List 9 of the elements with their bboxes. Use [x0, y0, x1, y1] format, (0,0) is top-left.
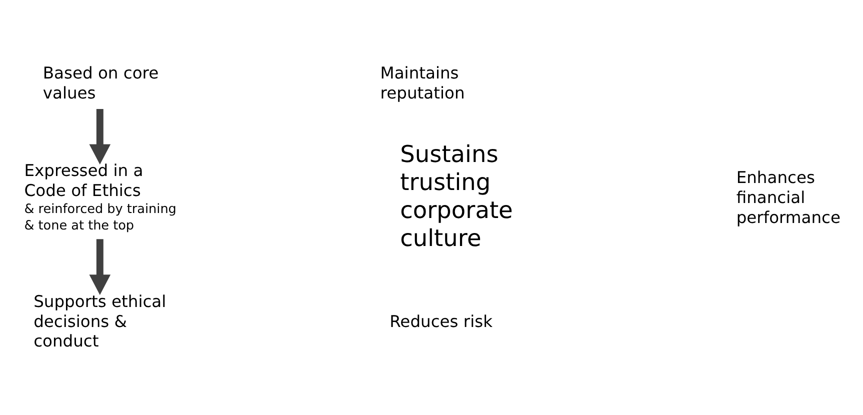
node-text: Reduces risk: [390, 311, 493, 330]
arrow: [89, 108, 111, 164]
node-text: Expressed in a Code of Ethics & reinforced by training & tone at the top: [24, 160, 176, 233]
node-text: Sustains trusting corporate culture: [400, 140, 513, 252]
node-text: Maintains reputation: [380, 63, 465, 102]
arrow: [89, 238, 111, 294]
node-text: Based on core values: [42, 63, 159, 102]
node-text: Supports ethical decisions & conduct: [34, 292, 166, 350]
node-text: Enhances financial performance: [736, 168, 841, 226]
